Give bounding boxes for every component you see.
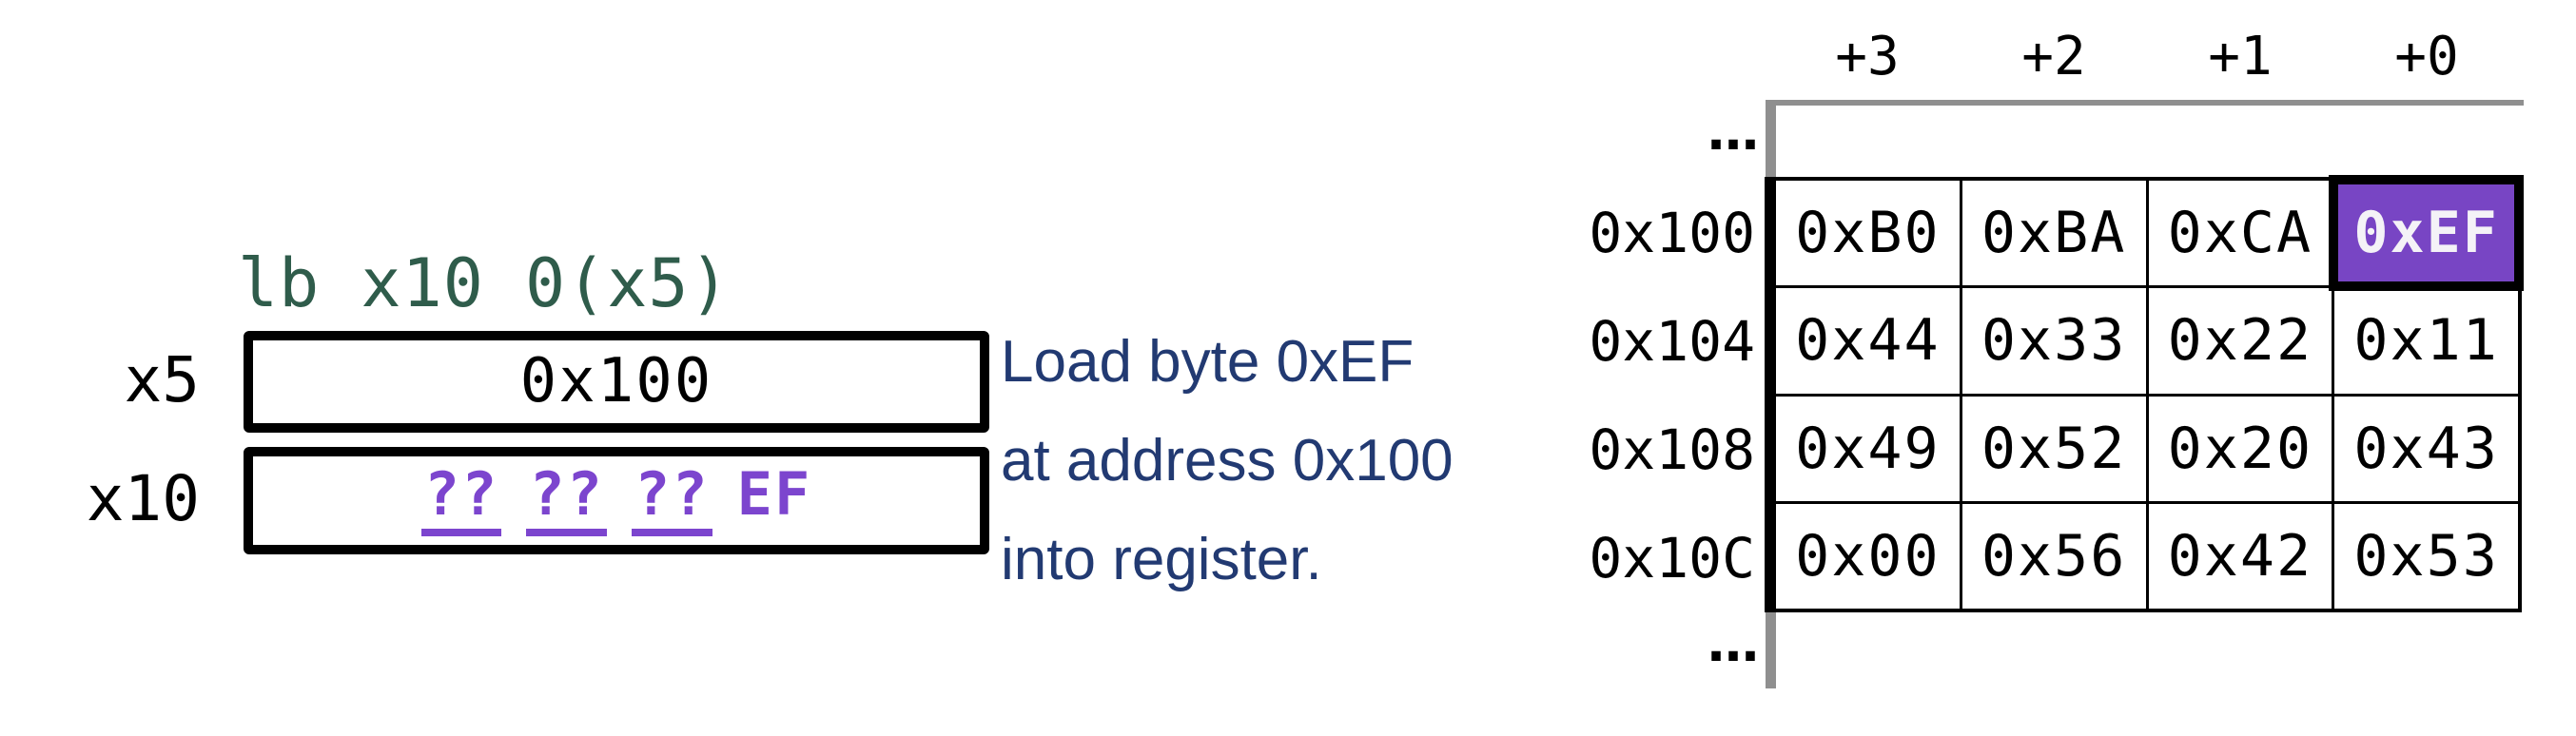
register-box-x5: 0x100 (244, 331, 989, 433)
register-box-x10: ?? ?? ?? EF (244, 447, 989, 554)
row-address-0x100: 0x100 (1589, 201, 1755, 265)
memory-table-left-border (1765, 177, 1776, 612)
memory-cell: 0x53 (2334, 503, 2518, 609)
memory-cell: 0x20 (2148, 396, 2332, 501)
memory-left-line-bottom (1766, 612, 1776, 688)
memory-cell: 0x52 (1961, 396, 2146, 501)
instruction-text: lb x10 0(x5) (238, 244, 731, 322)
memory-ellipsis-bottom: … (1708, 613, 1759, 673)
caption-line-3: into register. (1001, 527, 1322, 592)
column-header-plus0: +0 (2394, 26, 2459, 87)
memory-ellipsis-top: … (1708, 102, 1759, 162)
caption-line-1: Load byte 0xEF (1001, 329, 1415, 395)
memory-cell: 0xBA (1961, 181, 2146, 286)
unknown-byte-2: ?? (526, 465, 607, 536)
memory-cell: 0x11 (2334, 288, 2518, 394)
memory-table: 0xB0 0xBA 0xCA 0xEF 0x44 0x33 0x22 0x11 … (1776, 174, 2524, 612)
unknown-byte-1: ?? (632, 465, 712, 536)
memory-left-line-top (1766, 100, 1776, 179)
column-header-plus1: +1 (2208, 26, 2273, 87)
loaded-byte-value: EF (736, 459, 812, 529)
memory-cell: 0xB0 (1776, 181, 1960, 286)
register-label-x5: x5 (124, 343, 200, 416)
memory-cell-highlighted: 0xEF (2329, 174, 2524, 292)
register-label-x10: x10 (86, 462, 200, 535)
memory-cell: 0x56 (1961, 503, 2146, 609)
memory-cell: 0x22 (2148, 288, 2332, 394)
register-x10-value: ?? ?? ?? EF (253, 456, 980, 545)
row-address-0x10C: 0x10C (1589, 526, 1755, 591)
memory-cell: 0x33 (1961, 288, 2146, 394)
column-header-plus2: +2 (2021, 26, 2086, 87)
row-address-0x108: 0x108 (1589, 417, 1755, 482)
caption-line-2: at address 0x100 (1001, 428, 1454, 494)
memory-top-line (1766, 100, 2524, 106)
memory-cell: 0xCA (2148, 181, 2332, 286)
memory-cell: 0x44 (1776, 288, 1960, 394)
memory-cell: 0x43 (2334, 396, 2518, 501)
unknown-byte-3: ?? (420, 465, 502, 536)
column-header-plus3: +3 (1835, 26, 1900, 87)
register-x5-value: 0x100 (519, 346, 713, 416)
memory-cell: 0x00 (1776, 503, 1960, 609)
memory-cell: 0x42 (2148, 503, 2332, 609)
row-address-0x104: 0x104 (1589, 309, 1755, 374)
memory-cell: 0x49 (1776, 396, 1960, 501)
